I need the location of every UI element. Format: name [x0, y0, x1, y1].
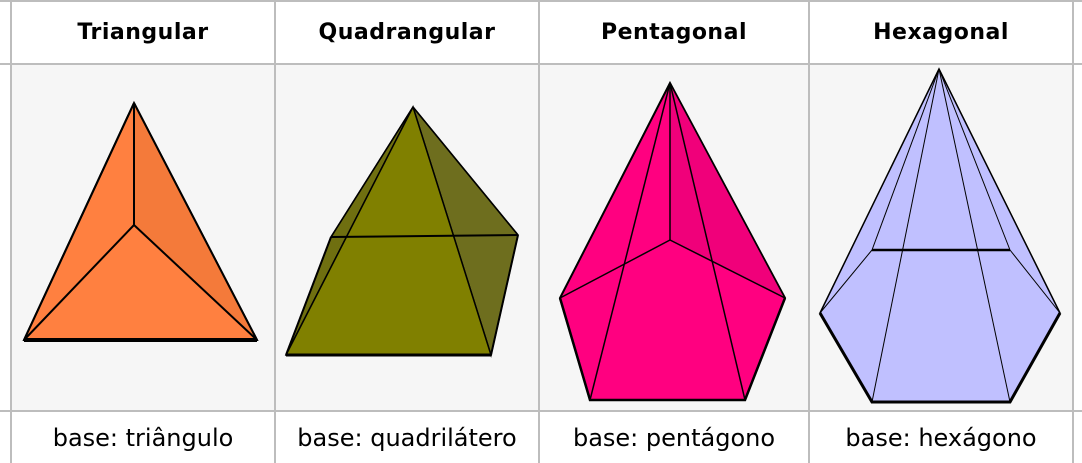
edge: [669, 82, 786, 299]
edge: [938, 68, 1061, 314]
triangular-pyramid-figure: [22, 100, 259, 342]
triangular-pyramid-cell: [12, 65, 274, 410]
quadrangular-pyramid-cell: [276, 65, 538, 410]
edge: [871, 68, 940, 251]
edge: [559, 82, 671, 299]
edge: [819, 68, 940, 314]
base-quadrangular: base: quadrilátero: [297, 423, 517, 452]
grid-line: [0, 63, 1082, 65]
base-triangular: base: triângulo: [52, 423, 234, 452]
header-pentagonal: Pentagonal: [601, 20, 747, 45]
grid-line: [538, 0, 540, 463]
edge: [938, 68, 1011, 403]
edge: [412, 106, 519, 236]
edge: [133, 102, 258, 341]
edge: [23, 224, 135, 341]
header-hexagonal: Hexagonal: [873, 20, 1009, 45]
base-edge: [558, 297, 787, 402]
edge: [669, 239, 786, 299]
edge: [330, 234, 519, 238]
hexagonal-pyramid-outline: [819, 67, 1061, 403]
base-pentagonal: base: pentágono: [572, 423, 776, 452]
edge: [1009, 249, 1061, 314]
grid-line: [274, 0, 276, 463]
pentagonal-pyramid-figure: [558, 80, 787, 402]
edge: [559, 239, 671, 299]
edge: [23, 102, 135, 341]
edge: [330, 106, 414, 238]
edge: [589, 82, 671, 401]
hexagonal-pyramid-figure: [818, 67, 1062, 404]
grid-line: [808, 0, 810, 463]
quadrangular-pyramid-figure: [284, 105, 519, 358]
grid-line: [0, 410, 1082, 412]
edge: [938, 68, 1011, 251]
edge: [490, 234, 519, 356]
edge: [819, 249, 873, 314]
grid-line: [10, 0, 12, 463]
hexagonal-pyramid-cell: [810, 65, 1072, 410]
edge: [871, 68, 940, 403]
edge: [285, 236, 332, 356]
edge: [669, 82, 746, 401]
header-quadrangular: Quadrangular: [318, 20, 496, 45]
pentagonal-pyramid-cell: [540, 65, 808, 410]
grid-line: [1072, 0, 1074, 463]
base-hexagonal: base: hexágono: [845, 423, 1037, 452]
header-triangular: Triangular: [77, 20, 209, 45]
grid-line: [0, 0, 1082, 2]
edge: [133, 224, 258, 341]
base-edge: [818, 312, 1062, 404]
